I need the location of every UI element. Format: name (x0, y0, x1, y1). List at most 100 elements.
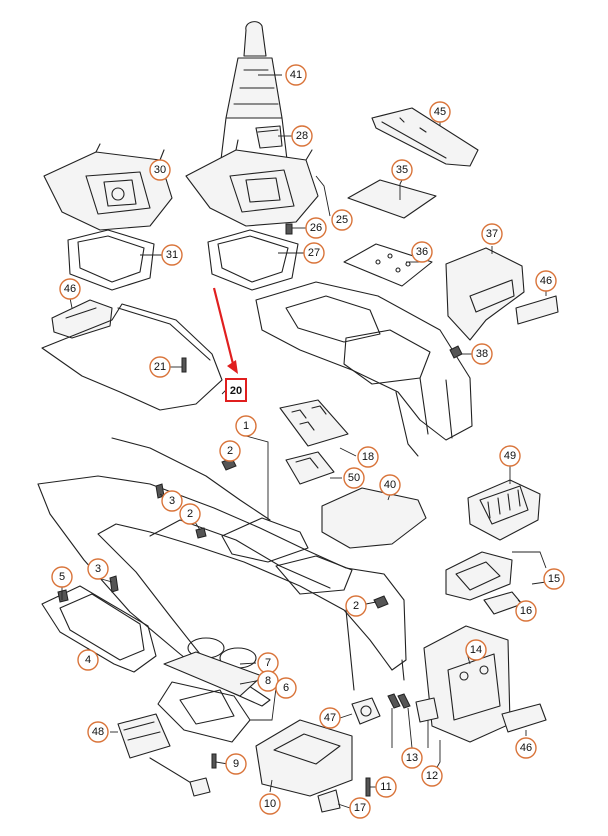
callout-circle (225, 753, 247, 775)
callout-circle (87, 721, 109, 743)
highlight-arrow (212, 287, 238, 374)
callout-circle (471, 343, 493, 365)
part-27-trim-frame (207, 229, 299, 291)
callout-circle (179, 503, 201, 525)
callout-number: 38 (476, 348, 488, 360)
part-38-nut (449, 345, 463, 359)
callout-number: 27 (308, 247, 320, 259)
callout-5: 5 (51, 566, 73, 588)
callout-circle (535, 270, 557, 292)
callout-38: 38 (471, 343, 493, 365)
callout-number: 14 (470, 644, 482, 656)
callout-circle (219, 440, 241, 462)
callout-number: 7 (265, 657, 271, 669)
callout-46b: 46 (59, 278, 81, 300)
callout-25: 25 (331, 209, 353, 231)
part-14-rear-panel (423, 625, 511, 743)
callout-circle (429, 101, 451, 123)
part-clips-2 (195, 457, 389, 609)
callout-number: 37 (486, 228, 498, 240)
callout-number: 12 (426, 770, 438, 782)
highlight-label: 20 (230, 385, 242, 397)
callout-40: 40 (379, 474, 401, 496)
callout-30: 30 (149, 159, 171, 181)
callout-number: 46 (520, 742, 532, 754)
callout-number: 18 (362, 451, 374, 463)
callout-27: 27 (303, 242, 325, 264)
part-21-screw (181, 357, 187, 373)
callout-10: 10 (259, 793, 281, 815)
callout-number: 49 (504, 450, 516, 462)
callout-49: 49 (499, 445, 521, 467)
callout-46: 46 (535, 270, 557, 292)
highlight-callout-20: 20 (225, 378, 247, 402)
part-upper-console (255, 281, 473, 457)
callout-circle (375, 776, 397, 798)
callout-number: 2 (227, 445, 233, 457)
part-37-rear-housing (445, 247, 525, 341)
callout-circle (343, 467, 365, 489)
part-45-cover (371, 107, 479, 167)
part-18-switch-panel (279, 399, 349, 447)
callout-circle (421, 765, 443, 787)
callout-circle (235, 415, 257, 437)
callout-17: 17 (349, 797, 371, 819)
part-26-screw (285, 223, 293, 235)
callout-41: 41 (285, 64, 307, 86)
callout-15: 15 (543, 568, 565, 590)
callout-number: 50 (348, 472, 360, 484)
callout-circle (411, 241, 433, 263)
callout-50: 50 (343, 467, 365, 489)
callout-14: 14 (465, 639, 487, 661)
callout-number: 13 (406, 752, 418, 764)
part-35-pad (347, 179, 437, 219)
callout-number: 41 (290, 69, 302, 81)
part-17-clip (317, 789, 341, 813)
callout-circle (291, 125, 313, 147)
callout-number: 26 (310, 222, 322, 234)
callout-number: 10 (264, 798, 276, 810)
callout-circle (379, 474, 401, 496)
callout-31: 31 (161, 244, 183, 266)
callout-21: 21 (149, 356, 171, 378)
part-4-bracket (41, 585, 157, 673)
callout-12: 12 (421, 765, 443, 787)
callout-number: 9 (233, 758, 239, 770)
callout-number: 2 (353, 600, 359, 612)
callout-number: 40 (384, 479, 396, 491)
callout-circle (303, 242, 325, 264)
part-46-plate-bottom (501, 703, 547, 733)
part-11-screw (365, 777, 371, 797)
part-cupholder-insert (157, 637, 263, 743)
part-10-storage-tray (255, 719, 353, 797)
part-side-trim-panel (41, 303, 223, 411)
callout-13: 13 (401, 747, 423, 769)
part-48-module (117, 713, 211, 797)
part-31-trim-frame (67, 229, 155, 291)
part-13-clips (387, 693, 439, 723)
callout-number: 3 (169, 495, 175, 507)
callout-1: 1 (235, 415, 257, 437)
part-30-shifter-bezel (43, 143, 173, 231)
callout-circle (465, 639, 487, 661)
callout-6: 6 (275, 677, 297, 699)
part-28-clip (255, 125, 283, 149)
callout-2b: 2 (179, 503, 201, 525)
callout-circle (149, 356, 171, 378)
callout-circle (401, 747, 423, 769)
callout-number: 28 (296, 130, 308, 142)
callout-7: 7 (257, 652, 279, 674)
callout-number: 46 (64, 283, 76, 295)
callout-number: 11 (380, 781, 391, 793)
callout-circle (285, 64, 307, 86)
callout-number: 8 (265, 675, 271, 687)
part-40-armrest-lid (321, 487, 427, 549)
callout-number: 45 (434, 106, 446, 118)
part-15-vent-housing (445, 551, 513, 601)
callout-number: 47 (324, 712, 336, 724)
callout-3b: 3 (87, 558, 109, 580)
callout-circle (87, 558, 109, 580)
part-47-socket (351, 697, 381, 725)
callout-number: 15 (548, 573, 560, 585)
callout-circle (59, 278, 81, 300)
